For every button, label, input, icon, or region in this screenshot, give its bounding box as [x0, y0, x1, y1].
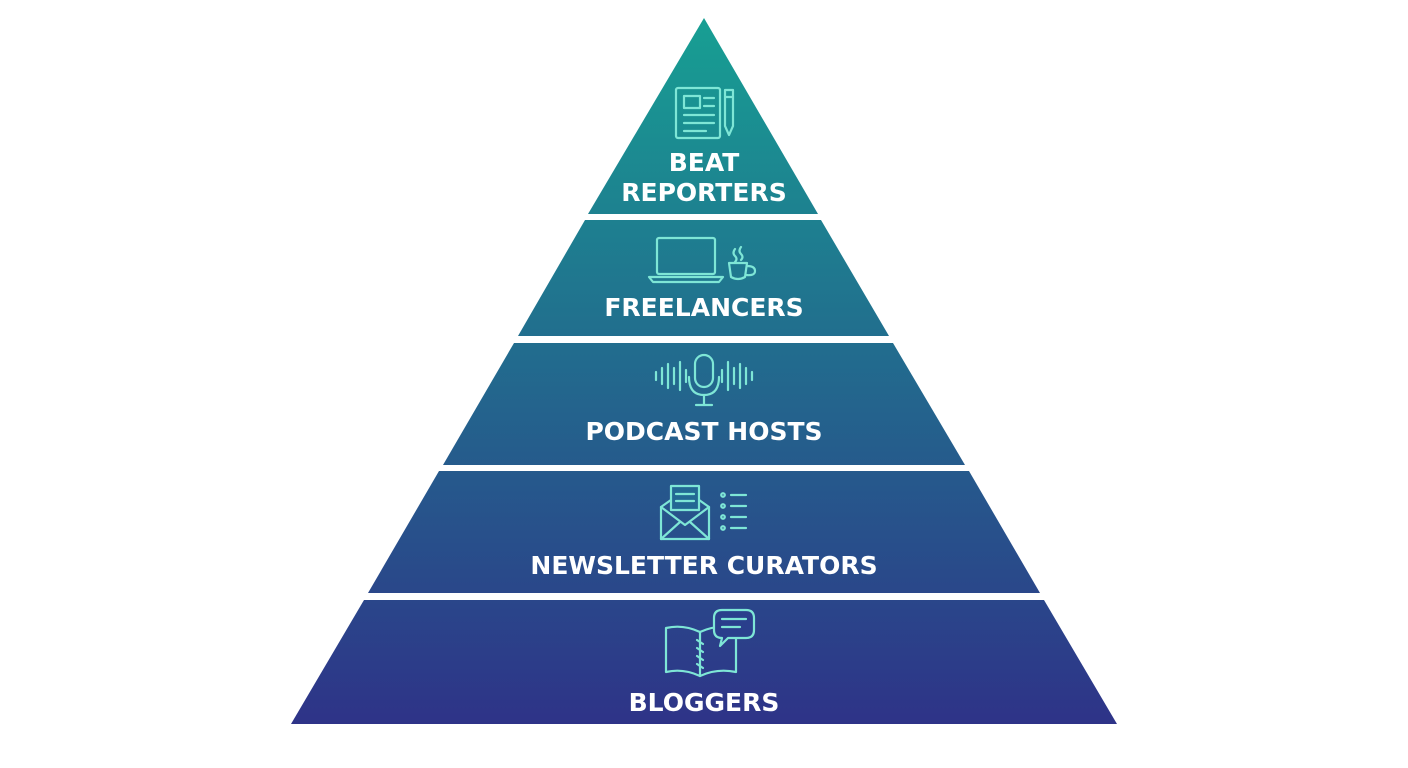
tier-label-line: FREELANCERS	[604, 293, 803, 322]
tier-newsletter-curators: NEWSLETTER CURATORS	[368, 471, 1040, 593]
tier-bloggers: BLOGGERS	[291, 600, 1117, 724]
tier-beat-reporters: BEAT REPORTERS	[588, 18, 818, 214]
open-book-chat-icon	[664, 608, 756, 678]
tier-shape	[368, 471, 1040, 593]
envelope-list-icon	[659, 484, 748, 541]
tier-label-line: NEWSLETTER CURATORS	[530, 551, 877, 580]
tier-label-line: PODCAST HOSTS	[585, 417, 822, 446]
tier-freelancers: FREELANCERS	[518, 220, 889, 336]
tier-shape	[291, 600, 1117, 724]
tier-podcast-hosts: PODCAST HOSTS	[443, 343, 965, 465]
tier-label-line: REPORTERS	[621, 178, 786, 207]
tier-label-line: BLOGGERS	[629, 688, 780, 717]
tier-label-line: BEAT	[669, 148, 740, 177]
microphone-soundwave-icon	[654, 353, 754, 407]
laptop-coffee-icon	[647, 236, 757, 284]
newspaper-pen-icon	[674, 86, 735, 140]
